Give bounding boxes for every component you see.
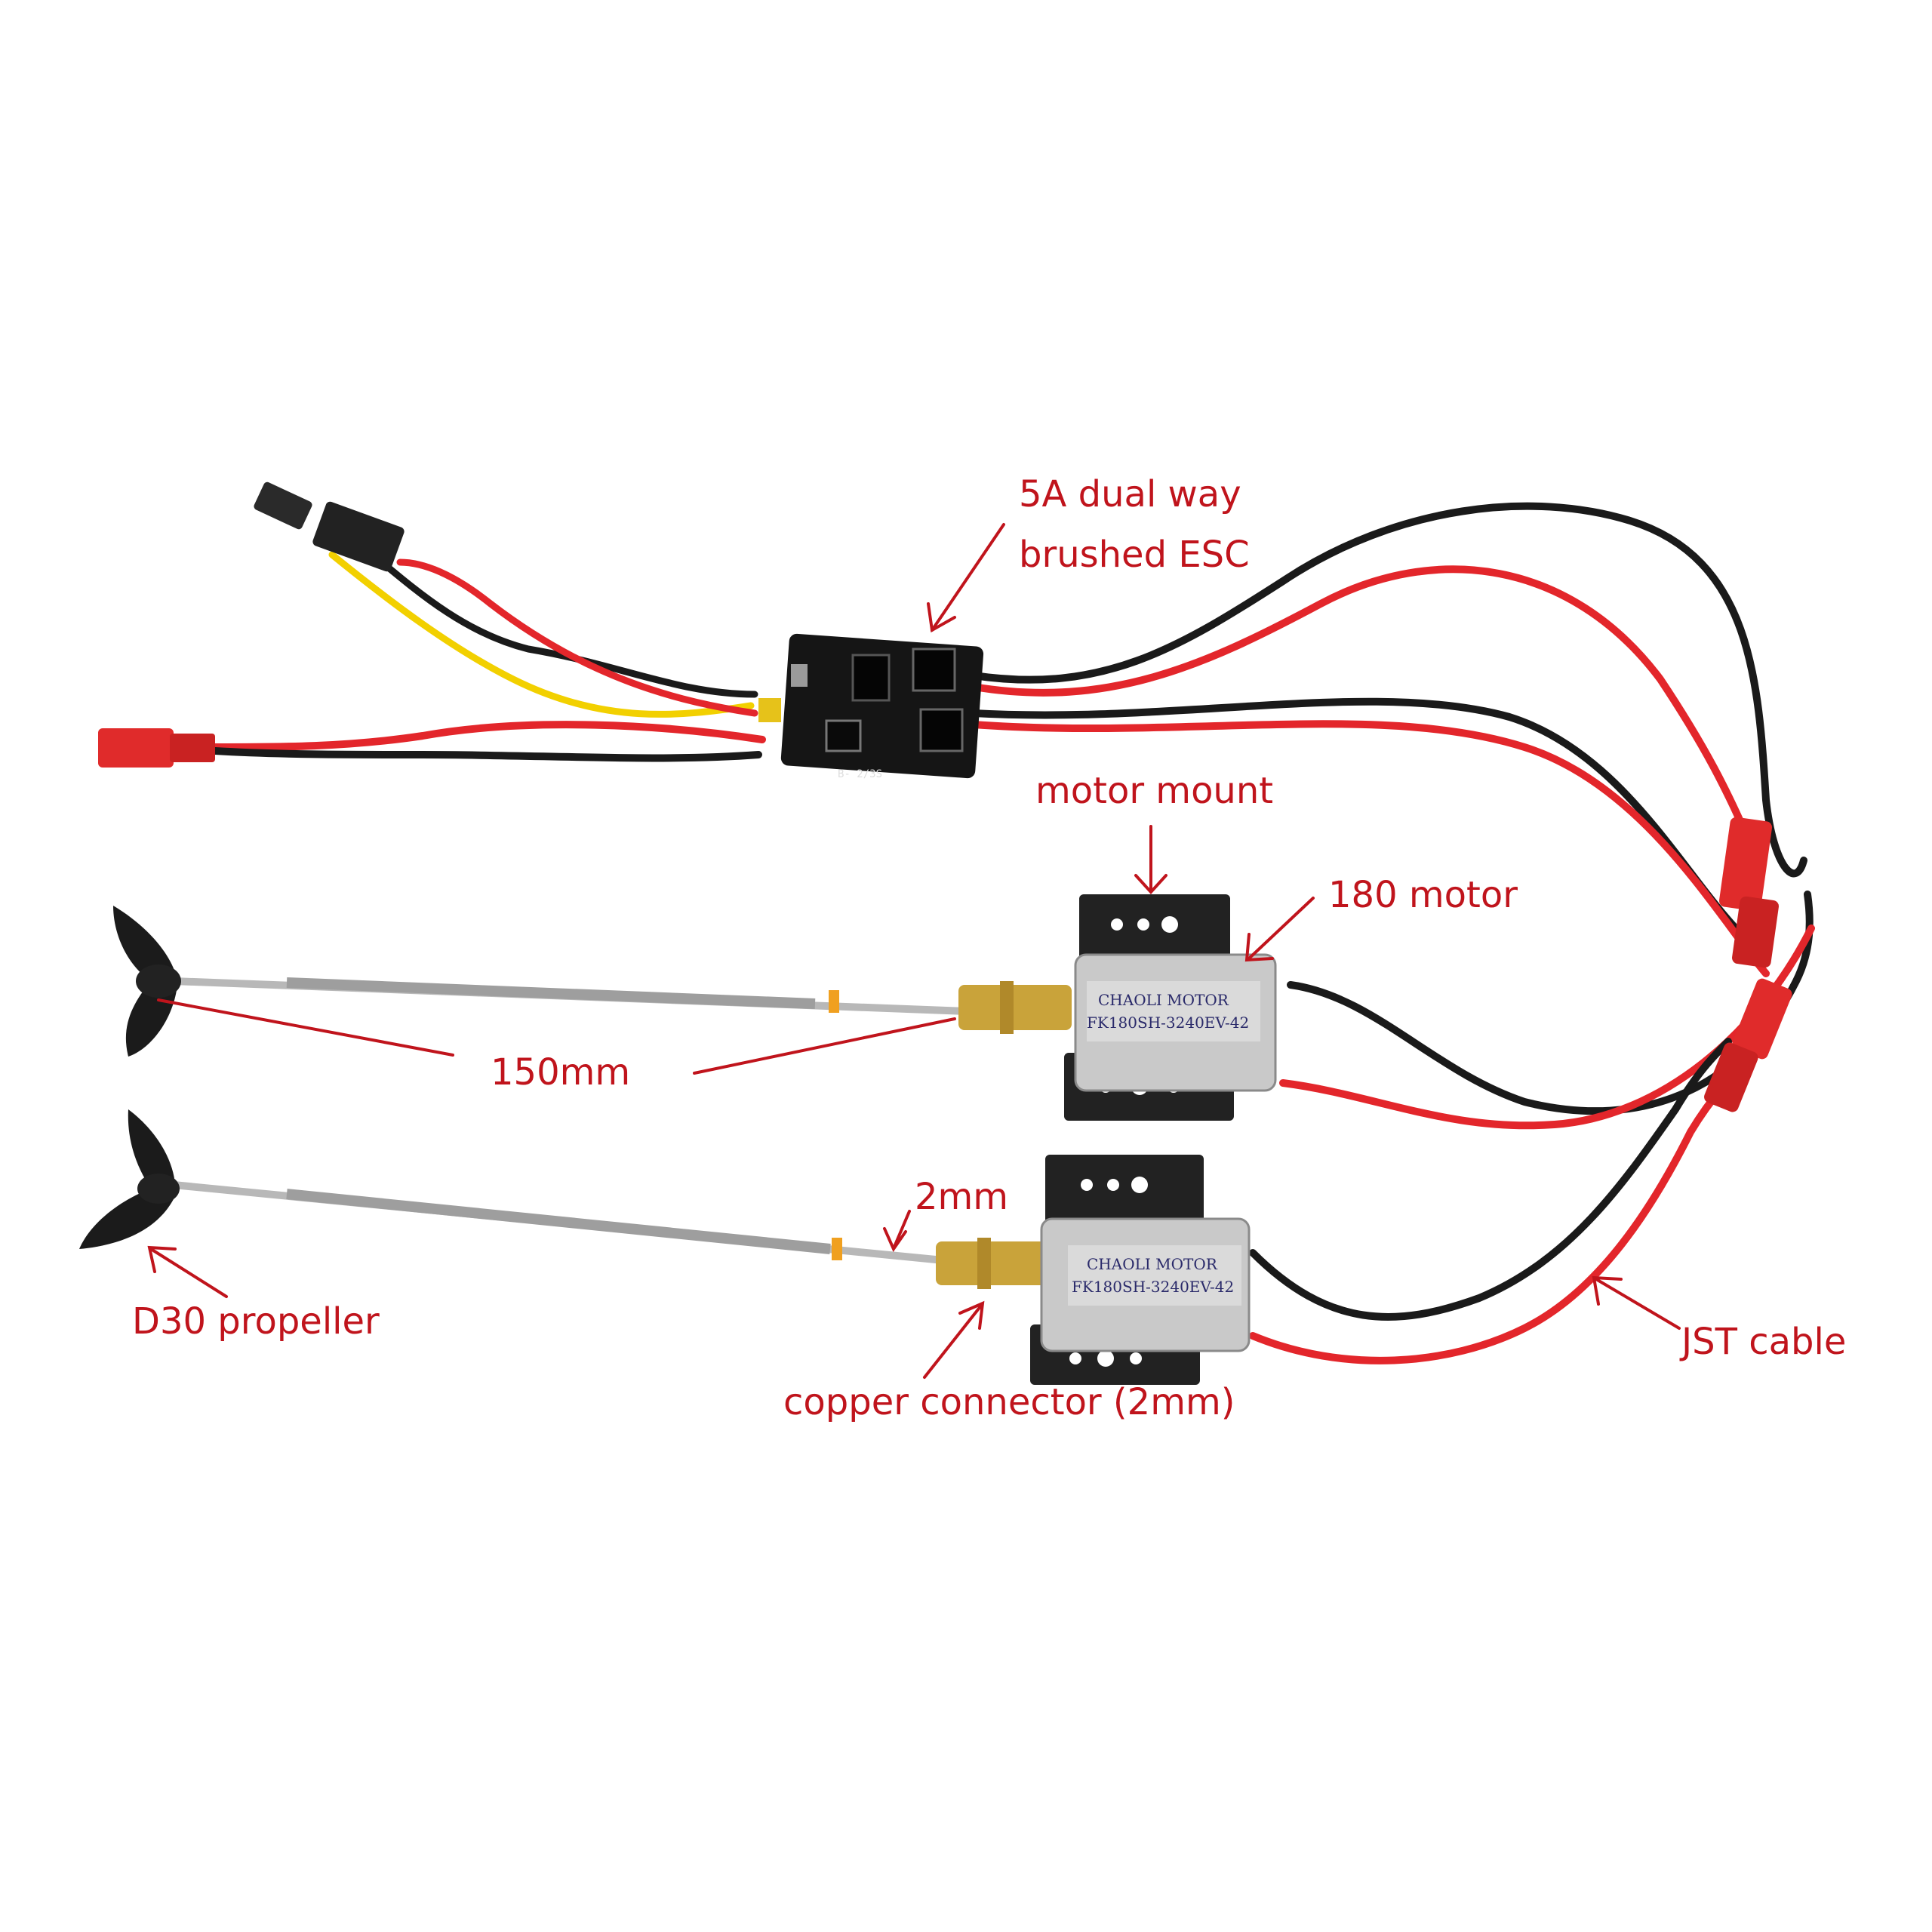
shaft-tube-2 xyxy=(286,1189,831,1254)
motor-2-brand-text: CHAOLI MOTOR xyxy=(1087,1255,1218,1273)
servo-plug-pin xyxy=(254,481,312,530)
shaft-tube-1 xyxy=(286,977,816,1009)
arrow-motor-line xyxy=(1247,897,1315,960)
motor-2: CHAOLI MOTOR FK180SH-3240EV-42 xyxy=(1040,1217,1251,1352)
arrow-jst-head xyxy=(1592,1275,1623,1306)
arrow-2mm-head xyxy=(883,1227,907,1253)
esc-chip-left xyxy=(851,654,891,702)
label-180-motor: 180 motor xyxy=(1328,874,1518,916)
arrow-prop-head xyxy=(147,1245,177,1273)
esc-silkscreen-marking: B- 2/3S xyxy=(838,768,882,780)
label-propeller: D30 propeller xyxy=(132,1300,380,1343)
jst-plug-body xyxy=(98,728,174,768)
jst-upper-female xyxy=(1732,896,1779,968)
label-gap-2mm: 2mm xyxy=(915,1176,1009,1218)
esc-usb-port xyxy=(791,664,808,687)
servo-plug-housing xyxy=(312,501,405,572)
label-esc: 5A dual way brushed ESC xyxy=(1019,473,1250,576)
arrow-coupler-head xyxy=(958,1300,985,1330)
esc-input-wires xyxy=(211,551,766,762)
motor-2-label-plate xyxy=(1068,1245,1241,1306)
motor-mount-2-hole-e xyxy=(1097,1350,1114,1367)
jst-plug-collar xyxy=(170,734,215,762)
jst-lower-male xyxy=(1732,978,1792,1060)
esc-regulator xyxy=(825,719,862,752)
propeller-1-blade-upper xyxy=(113,906,177,981)
motor-mount-2-hole-c xyxy=(1131,1177,1148,1193)
arrow-jst-line xyxy=(1595,1278,1681,1330)
motor-mount-2-hole-b xyxy=(1107,1179,1119,1191)
brass-coupler-1 xyxy=(958,985,1072,1030)
brass-coupler-2 xyxy=(936,1241,1049,1285)
esc-capacitor xyxy=(758,698,781,722)
drive-assembly-2: CHAOLI MOTOR FK180SH-3240EV-42 xyxy=(79,1109,1251,1385)
motor-mount-2-top-plate xyxy=(1045,1155,1204,1226)
brass-coupler-2-ring xyxy=(977,1238,991,1289)
signal-wire-black xyxy=(374,555,758,698)
output-wire-red-2 xyxy=(970,720,1770,977)
motor-1-label-plate xyxy=(1087,981,1260,1041)
motor-mount-1-hole-c xyxy=(1161,916,1178,933)
propeller-2-hub xyxy=(137,1174,180,1204)
arrow-150-right xyxy=(693,1017,956,1075)
motor-mount-2-hole-d xyxy=(1069,1352,1081,1364)
battery-jst-plug xyxy=(98,728,215,768)
propeller-2 xyxy=(79,1109,180,1249)
motor-mount-2-hole-a xyxy=(1081,1179,1093,1191)
jst-upper-male xyxy=(1718,817,1773,912)
label-motor-mount: motor mount xyxy=(1035,770,1274,812)
arrow-150-left xyxy=(157,998,454,1057)
motor-mount-1-top-plate xyxy=(1079,894,1230,966)
jst-connector-pair-upper xyxy=(1718,817,1779,968)
jst-connector-pair-lower xyxy=(1704,978,1792,1112)
propeller-1 xyxy=(113,906,181,1057)
signal-wire-yellow xyxy=(328,551,755,718)
annotation-arrows xyxy=(147,523,1681,1379)
arrow-motor-head xyxy=(1244,933,1274,962)
signal-wire-red xyxy=(396,558,758,717)
propeller-2-blade-lower xyxy=(79,1189,175,1249)
arrow-esc-line xyxy=(931,523,1005,632)
motor-1-model-text: FK180SH-3240EV-42 xyxy=(1087,1014,1249,1032)
arrow-2mm-line xyxy=(893,1210,911,1248)
output-wire-black-1 xyxy=(970,502,1807,878)
propeller-1-hub xyxy=(136,964,181,998)
servo-lead-plug xyxy=(254,481,405,572)
battery-wire-black xyxy=(211,747,762,762)
motor-2-model-text: FK180SH-3240EV-42 xyxy=(1072,1278,1234,1296)
esc-chip-right-top xyxy=(912,648,956,692)
motor-1: CHAOLI MOTOR FK180SH-3240EV-42 xyxy=(1074,953,1277,1092)
shaft-collar-2 xyxy=(832,1238,842,1260)
arrow-coupler-line xyxy=(923,1304,983,1379)
motor-mount-2-hole-f xyxy=(1130,1352,1142,1364)
esc-board: B- 2/3S xyxy=(758,633,984,780)
brass-coupler-1-ring xyxy=(1000,981,1014,1034)
arrow-mount-head xyxy=(1134,874,1168,894)
label-jst-cable: JST cable xyxy=(1681,1321,1847,1363)
esc-chip-right-bottom xyxy=(919,708,964,752)
battery-wire-red xyxy=(211,721,766,751)
arrow-esc-head xyxy=(927,602,956,633)
motor2-lead-black xyxy=(1249,1038,1732,1321)
drive-assembly-1: CHAOLI MOTOR FK180SH-3240EV-42 xyxy=(113,894,1277,1121)
motor-1-brand-text: CHAOLI MOTOR xyxy=(1098,991,1229,1009)
label-copper-connector: copper connector (2mm) xyxy=(783,1381,1235,1423)
arrow-prop-line xyxy=(149,1247,228,1298)
motor-mount-1-hole-b xyxy=(1137,918,1149,931)
output-wire-red-1 xyxy=(970,565,1755,849)
motor-mount-1-hole-a xyxy=(1111,918,1123,931)
label-shaft-length: 150mm xyxy=(491,1051,631,1094)
shaft-collar-1 xyxy=(829,990,839,1013)
jst-lower-female xyxy=(1704,1042,1758,1112)
propeller-2-blade-upper xyxy=(128,1109,175,1189)
